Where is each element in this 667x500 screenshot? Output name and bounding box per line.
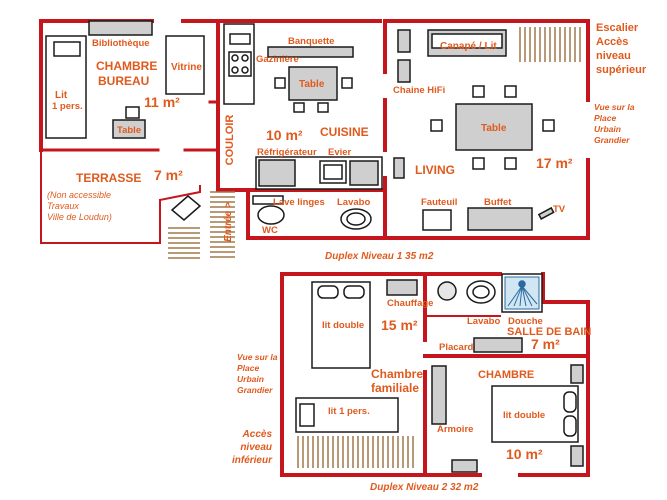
level1-labels: Bibliothèque CHAMBRE BUREAU 11 m² Vitrin…: [47, 22, 647, 262]
label-vue-1-l1: Vue sur la: [594, 102, 635, 112]
level2-labels: lit double Chauffage 15 m² Chambre famil…: [232, 298, 591, 493]
level2-furniture: [295, 273, 584, 473]
label-lit: Lit: [55, 90, 68, 101]
bath-round-fixture: [437, 281, 457, 301]
fridge: [258, 159, 296, 187]
wc-toilet: [257, 205, 285, 225]
living-table: [455, 103, 533, 151]
label-lavabo-l2: Lavabo: [467, 316, 500, 327]
label-chambre-familiale-1: Chambre: [371, 367, 423, 381]
level1-walls: [39, 19, 590, 244]
label-escalier-4: supérieur: [596, 64, 647, 76]
label-canape: Canapé / Lit: [440, 41, 497, 52]
label-acces-3: inférieur: [232, 455, 273, 466]
label-cuisine: CUISINE: [320, 125, 369, 139]
stairs-lower: [297, 436, 414, 468]
label-bureau-area: 11 m²: [144, 94, 180, 110]
label-couloir: COULOIR: [224, 115, 236, 166]
label-escalier-3: niveau: [596, 50, 631, 62]
label-terrasse-area: 7 m²: [154, 167, 183, 183]
label-fauteuil: Fauteuil: [421, 197, 457, 208]
label-vue-4-l2: Grandier: [237, 385, 273, 395]
label-buffet: Buffet: [484, 197, 512, 208]
label-terrasse-note-1: (Non accessible: [47, 190, 111, 200]
label-vue-4-l1: Grandier: [594, 135, 630, 145]
banquette: [267, 46, 354, 58]
label-bureau-table: Table: [117, 125, 141, 136]
vitrine: [165, 35, 205, 95]
label-refrigerateur: Réfrigérateur: [257, 147, 317, 158]
kitchen-table: [288, 66, 338, 101]
label-cuisine-table: Table: [299, 79, 325, 90]
label-acces-1: Accès: [242, 429, 273, 440]
label-gaziniere: Gazinière: [256, 54, 299, 65]
label-entree: Entrée >: [223, 202, 234, 242]
fauteuil: [422, 209, 452, 231]
label-lit-pers: 1 pers.: [52, 101, 83, 112]
placard: [473, 337, 523, 353]
label-douche: Douche: [508, 316, 543, 327]
hifi-unit-2: [397, 59, 411, 83]
label-terrasse: TERRASSE: [76, 171, 141, 185]
bibliotheque: [88, 20, 153, 36]
caption-level1: Duplex Niveau 1 35 m2: [325, 251, 434, 262]
armoire: [431, 365, 447, 425]
label-chambre-familiale-2: familiale: [371, 381, 419, 395]
stairs-entry: [168, 191, 235, 259]
label-tv: TV: [553, 204, 566, 215]
chauffage: [386, 279, 418, 296]
label-armoire: Armoire: [437, 424, 473, 435]
label-bureau: BUREAU: [98, 74, 149, 88]
label-acces-2: niveau: [240, 442, 272, 453]
label-terrasse-note-3: Ville de Loudun): [47, 212, 112, 222]
label-chauffage: Chauffage: [387, 298, 433, 309]
label-lit-double-chambre: lit double: [503, 410, 545, 421]
label-wc: WC: [262, 225, 278, 236]
level1-furniture: [45, 20, 581, 259]
label-vue-1-l2: Vue sur la: [237, 352, 278, 362]
label-lave-linges: Lave linges: [273, 197, 325, 208]
stairs-landing: [170, 195, 202, 221]
label-lit-1pers-familiale: lit 1 pers.: [328, 406, 370, 417]
tv: [537, 206, 555, 220]
buffet: [467, 207, 533, 231]
label-lavabo-l1: Lavabo: [337, 197, 370, 208]
label-banquette: Banquette: [288, 36, 334, 47]
label-vue-2-l1: Place: [594, 113, 616, 123]
label-vue-3-l2: Urbain: [237, 374, 264, 384]
label-living: LIVING: [415, 163, 455, 177]
chambre-radiator: [570, 364, 584, 384]
label-chambre-area: 10 m²: [506, 446, 543, 462]
bedroom-table: [112, 119, 146, 139]
label-cuisine-area: 10 m²: [266, 127, 303, 143]
hifi-unit-1: [397, 29, 411, 53]
label-bibliotheque: Bibliothèque: [92, 38, 150, 49]
label-chambre-l2: CHAMBRE: [478, 369, 534, 381]
label-familiale-area: 15 m²: [381, 317, 418, 333]
label-vue-2-l2: Place: [237, 363, 259, 373]
label-living-table: Table: [481, 123, 507, 134]
label-vitrine: Vitrine: [171, 62, 202, 73]
label-escalier-1: Escalier: [596, 22, 639, 34]
label-terrasse-note-2: Travaux: [47, 201, 79, 211]
caption-level2: Duplex Niveau 2 32 m2: [370, 482, 479, 493]
label-chambre: CHAMBRE: [96, 59, 157, 73]
label-vue-3-l1: Urbain: [594, 124, 621, 134]
level2-walls: [280, 272, 590, 477]
label-evier: Evier: [328, 147, 352, 158]
label-placard: Placard: [439, 342, 474, 353]
stairs-upper: [519, 27, 581, 62]
label-living-area: 17 m²: [536, 155, 573, 171]
label-escalier-2: Accès: [596, 36, 628, 48]
label-sdb-area: 7 m²: [531, 336, 560, 352]
label-salle-de-bain: SALLE DE BAIN: [507, 326, 591, 338]
label-lit-double-familiale: lit double: [322, 320, 364, 331]
label-chaine-hifi: Chaine HiFi: [393, 85, 445, 96]
lave-linges: [252, 195, 284, 205]
